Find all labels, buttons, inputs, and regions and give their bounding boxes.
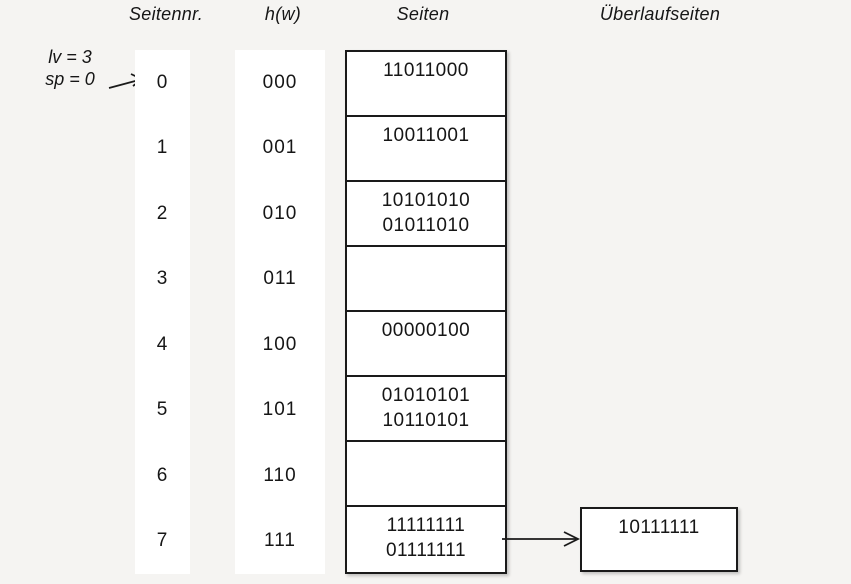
hash-value: 001 xyxy=(262,137,298,159)
page-number: 3 xyxy=(156,268,169,290)
page-cell-5: 01010101 10110101 xyxy=(347,377,505,442)
page-entry: 10011001 xyxy=(382,125,470,146)
page-entry: 01010101 xyxy=(381,385,471,406)
page-number: 5 xyxy=(156,399,169,421)
page-entry: 10101010 xyxy=(381,190,471,211)
hash-value: 000 xyxy=(262,71,298,93)
pages-box: 11011000 10011001 10101010 01011010 0000… xyxy=(345,50,507,574)
page-cell-3 xyxy=(347,247,505,312)
page-cell-4: 00000100 xyxy=(347,312,505,377)
state-annotation: lv = 3 sp = 0 xyxy=(30,46,110,90)
page-number: 1 xyxy=(156,137,169,159)
header-seiten: Seiten xyxy=(396,4,450,24)
page-entry: 01011010 xyxy=(382,215,470,236)
hash-value: 111 xyxy=(264,530,296,552)
hash-value: 101 xyxy=(262,399,298,421)
page-entry: 01111111 xyxy=(385,540,467,561)
page-cell-0: 11011000 xyxy=(347,52,505,117)
page-entry: 00000100 xyxy=(381,320,471,341)
page-number: 0 xyxy=(156,71,169,93)
overflow-page-box: 10111111 xyxy=(580,507,738,572)
header-seitennr: Seitennr. xyxy=(128,4,204,24)
header-ueberlaufseiten: Überlaufseiten xyxy=(599,4,721,24)
hash-value: 011 xyxy=(263,268,297,290)
page-number: 7 xyxy=(156,530,169,552)
sp-value: sp = 0 xyxy=(45,69,95,89)
hash-value: 100 xyxy=(262,333,298,355)
page-number: 2 xyxy=(156,202,169,224)
hash-value: 110 xyxy=(263,464,297,486)
page-entry: 11111111 xyxy=(386,515,466,536)
page-number-column: 0 1 2 3 4 5 6 7 xyxy=(135,50,190,574)
page-cell-7: 11111111 01111111 xyxy=(347,507,505,572)
hash-value: 010 xyxy=(262,202,298,224)
page-cell-6 xyxy=(347,442,505,507)
hash-value-column: 000 001 010 011 100 101 110 111 xyxy=(235,50,325,574)
header-hw: h(w) xyxy=(264,4,302,24)
page-cell-2: 10101010 01011010 xyxy=(347,182,505,247)
overflow-arrow-icon xyxy=(502,531,581,547)
page-number: 6 xyxy=(156,464,169,486)
page-entry: 10110101 xyxy=(382,410,470,431)
page-entry: 11011000 xyxy=(383,60,469,81)
page-cell-1: 10011001 xyxy=(347,117,505,182)
page-number: 4 xyxy=(156,333,169,355)
lv-value: lv = 3 xyxy=(48,47,92,67)
overflow-entry: 10111111 xyxy=(618,517,700,538)
